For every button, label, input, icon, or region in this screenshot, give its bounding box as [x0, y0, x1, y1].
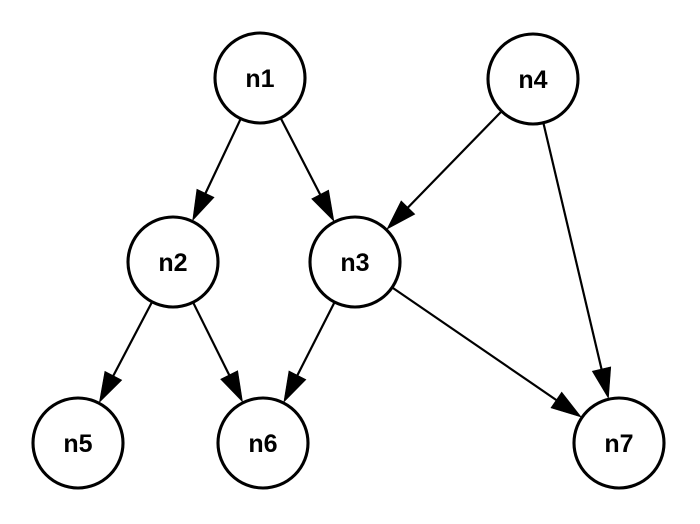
graph-node[interactable]: n5: [31, 396, 125, 490]
arrow-head-icon: [220, 370, 243, 403]
node-circle[interactable]: [31, 396, 125, 490]
edge-line: [280, 118, 323, 198]
edge-line: [203, 119, 242, 197]
arrow-head-icon: [98, 370, 123, 404]
graph-node[interactable]: n1: [213, 31, 307, 125]
graph-edge: [192, 119, 242, 222]
edge-line: [295, 302, 336, 379]
node-label: n4: [518, 66, 547, 94]
arrow-head-icon: [311, 189, 335, 223]
edges-layer: [98, 111, 612, 418]
edge-line: [405, 111, 502, 211]
arrow-head-icon: [591, 366, 612, 400]
graph-node[interactable]: n3: [308, 215, 402, 309]
edge-line: [192, 302, 232, 379]
node-circle[interactable]: [126, 215, 220, 309]
graph-edge: [392, 287, 582, 418]
graph-edge: [386, 111, 502, 230]
graph-edge: [192, 302, 243, 403]
node-label: n2: [158, 249, 187, 277]
graph-node[interactable]: n2: [126, 215, 220, 309]
graph-edge: [280, 118, 335, 223]
edge-line: [392, 287, 560, 403]
node-circle[interactable]: [308, 215, 402, 309]
node-label: n6: [248, 430, 277, 458]
arrow-head-icon: [550, 391, 582, 418]
nodes-layer: n1 n4 n2 n3 n5 n6 n7: [31, 31, 666, 490]
arrow-head-icon: [192, 188, 215, 222]
graph-node[interactable]: n7: [572, 396, 666, 490]
node-label: n1: [245, 65, 274, 93]
arrow-head-icon: [386, 200, 416, 230]
node-label: n3: [340, 249, 369, 277]
graph-edge: [542, 123, 612, 400]
node-circle[interactable]: [216, 396, 310, 490]
graph-node[interactable]: n6: [216, 396, 310, 490]
arrow-head-icon: [283, 370, 307, 403]
node-circle[interactable]: [486, 32, 580, 126]
edge-line: [110, 302, 153, 379]
node-label: n7: [604, 430, 633, 458]
graph-edge: [283, 302, 336, 403]
edge-line: [542, 123, 604, 373]
node-label: n5: [63, 430, 92, 458]
graph-node[interactable]: n4: [486, 32, 580, 126]
graph-edge: [98, 302, 153, 404]
node-circle[interactable]: [213, 31, 307, 125]
node-circle[interactable]: [572, 396, 666, 490]
